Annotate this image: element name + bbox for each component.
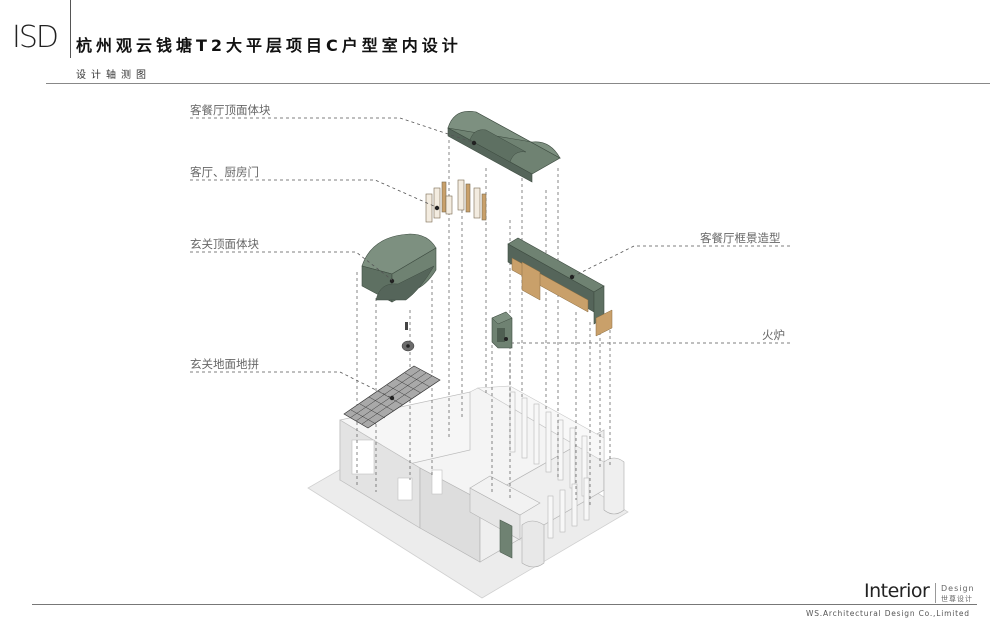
foyer-ceiling-block: [361, 233, 437, 303]
company-name: WS.Architectural Design Co.,Limited: [806, 609, 970, 618]
footer-rule: [32, 604, 977, 605]
pendant-pieces: [401, 322, 415, 352]
brand-wordmark: Interior: [864, 580, 930, 602]
kitchen-doors: [425, 179, 487, 223]
living-ceiling-block: [447, 111, 561, 183]
living-frame-feature: [507, 237, 613, 337]
fireplace-block: [491, 311, 513, 349]
island-top: [469, 475, 541, 516]
foyer-floor-mosaic: [343, 365, 441, 429]
isd-logo: ISD: [12, 20, 59, 55]
brand-sub-chinese: 世尊设计: [941, 595, 973, 603]
label-foyer-floor: 玄关地面地拼: [190, 357, 259, 371]
round-column: [603, 457, 625, 515]
curved-column: [521, 520, 545, 568]
brand-divider: [935, 583, 936, 603]
page-subtitle: 设计轴测图: [76, 70, 151, 81]
fin-screen: [509, 391, 590, 539]
brand-sub-design: Design: [941, 584, 975, 593]
label-foyer-ceiling: 玄关顶面体块: [190, 237, 259, 251]
leader-lines: [190, 117, 790, 398]
axonometric-diagram: 客餐厅顶面体块 客厅、厨房门 玄关顶面体块 玄关地面地拼 客餐厅框景造型 火炉: [190, 103, 790, 599]
page-title: 杭州观云钱塘T2大平层项目C户型室内设计: [76, 36, 462, 55]
label-living-ceiling: 客餐厅顶面体块: [190, 103, 271, 117]
label-kitchen-door: 客厅、厨房门: [190, 165, 259, 179]
logo-divider: [70, 0, 71, 58]
header: ISD 杭州观云钱塘T2大平层项目C户型室内设计 设计轴测图: [0, 0, 993, 90]
header-rule: [46, 83, 990, 84]
green-panel: [499, 519, 513, 559]
door-openings: [351, 439, 443, 501]
label-fireplace: 火炉: [762, 328, 785, 342]
label-living-frame: 客餐厅框景造型: [700, 231, 781, 245]
